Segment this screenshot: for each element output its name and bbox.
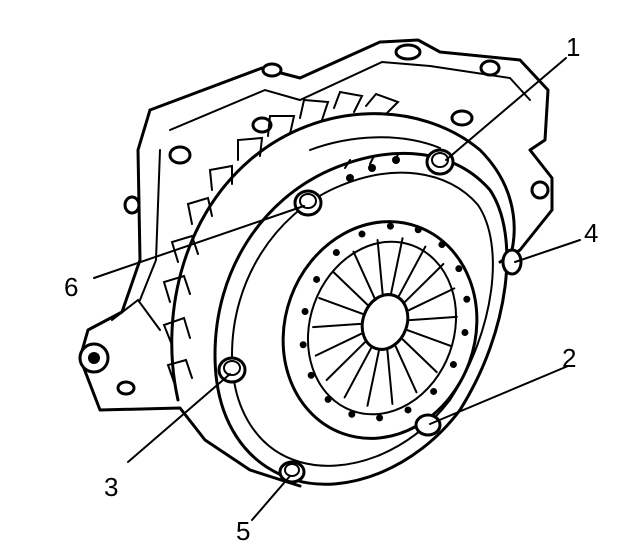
housing-hole xyxy=(123,195,141,215)
diaphragm-finger xyxy=(406,329,452,347)
callout-3: 3 xyxy=(104,472,119,502)
pressure-ring-rivet xyxy=(299,341,307,349)
pressure-ring-rivet xyxy=(463,295,471,303)
housing-hole xyxy=(261,62,283,78)
bolt-5 xyxy=(278,460,306,484)
pressure-ring-rivet xyxy=(404,406,412,414)
pressure-ring-rivet xyxy=(307,371,315,379)
callout-1: 1 xyxy=(566,32,581,62)
pressure-ring-rivet xyxy=(332,249,340,257)
diaphragm-finger xyxy=(390,237,404,294)
pressure-ring-rivet xyxy=(455,265,463,273)
leader-6 xyxy=(93,205,305,279)
rivet xyxy=(392,156,400,164)
housing-hole xyxy=(168,145,192,165)
diaphragm-finger xyxy=(394,345,418,394)
dowel-boss-center xyxy=(88,352,100,364)
leader-2 xyxy=(429,365,569,425)
pressure-ring-rivet xyxy=(386,222,394,230)
pressure-ring-rivet xyxy=(449,361,457,369)
diaphragm-finger xyxy=(386,349,394,405)
callout-6: 6 xyxy=(64,272,79,302)
pressure-ring-rivet xyxy=(376,414,384,422)
callout-4: 4 xyxy=(584,218,599,248)
rivet xyxy=(346,174,354,182)
leader-5 xyxy=(251,475,291,521)
callout-2: 2 xyxy=(562,343,577,373)
flywheel-outer-ring xyxy=(170,112,516,402)
bolt-6 xyxy=(293,189,323,217)
housing-hole xyxy=(116,380,136,396)
pressure-ring-rivet xyxy=(438,241,446,249)
leader-1 xyxy=(445,57,567,161)
housing-hole xyxy=(450,109,474,127)
diaphragm-finger xyxy=(398,245,427,297)
diaphragm-finger xyxy=(314,332,363,357)
housing-hole xyxy=(251,116,273,134)
leader-4 xyxy=(514,239,581,263)
housing-hole xyxy=(394,43,422,61)
diaphragm-outer xyxy=(306,240,458,416)
pressure-ring-rivet xyxy=(414,226,422,234)
bolt-4 xyxy=(501,248,523,276)
diaphragm-hub xyxy=(360,293,410,351)
diaphragm-finger xyxy=(408,315,458,322)
ring-gear-teeth xyxy=(162,90,400,386)
pressure-ring-rivet xyxy=(313,275,321,283)
rivet xyxy=(368,164,376,172)
diaphragm-finger xyxy=(352,250,376,299)
diaphragm-finger xyxy=(366,350,380,407)
bolt-3 xyxy=(217,356,247,384)
pressure-ring-rivet xyxy=(348,410,356,418)
diaphragm-finger xyxy=(332,270,369,306)
diaphragm-finger xyxy=(376,239,384,295)
diaphragm-finger xyxy=(407,287,456,312)
callout-5: 5 xyxy=(236,516,251,546)
bolt-2 xyxy=(414,413,442,437)
diaphragm-finger xyxy=(401,338,438,374)
diaphragm-fingers xyxy=(299,222,471,422)
bolt-1 xyxy=(425,148,455,176)
diaphragm-finger xyxy=(325,341,366,382)
pressure-ring-rivet xyxy=(324,395,332,403)
diaphragm-finger xyxy=(343,347,372,399)
pressure-ring-rivet xyxy=(358,230,366,238)
pressure-ring-rivet xyxy=(461,329,469,337)
pressure-ring-rivet xyxy=(301,307,309,315)
diaphragm-finger xyxy=(404,262,445,303)
housing-hole xyxy=(530,180,550,200)
cover-rim-detail xyxy=(309,136,441,169)
pressure-ring-rivet xyxy=(430,387,438,395)
housing-hole xyxy=(479,59,501,77)
diaphragm-finger xyxy=(318,297,364,315)
housing-inner-edge xyxy=(111,60,531,331)
leader-3 xyxy=(127,373,231,463)
diaphragm-finger xyxy=(312,322,362,329)
